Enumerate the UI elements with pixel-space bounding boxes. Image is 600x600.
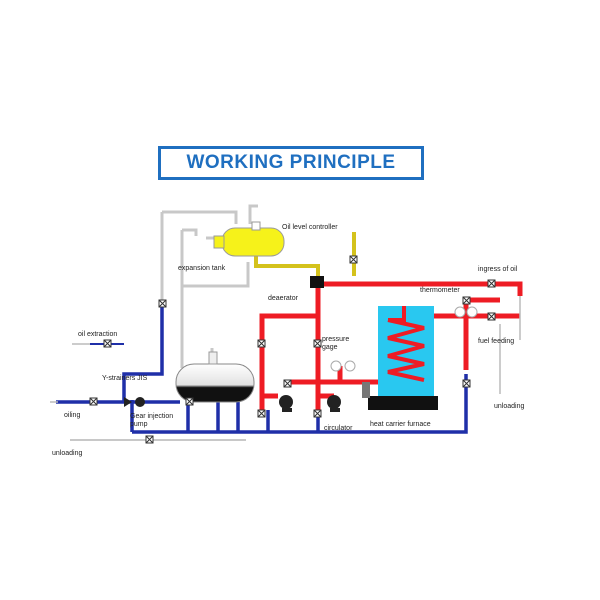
valve-icon xyxy=(145,435,154,444)
valve-icon xyxy=(257,409,266,418)
circulator-pump-left xyxy=(279,395,293,412)
label-unloading-right: unloading xyxy=(494,403,524,410)
label-expansion-tank: expansion tank xyxy=(178,265,226,272)
valve-icon xyxy=(313,339,322,348)
storage-tank xyxy=(175,351,255,403)
page-title: WORKING PRINCIPLE xyxy=(186,152,396,173)
valve-icon xyxy=(185,397,194,406)
label-unloading-left: unloading xyxy=(52,450,82,457)
valves xyxy=(89,255,496,444)
valve-icon xyxy=(349,255,358,264)
valve-icon xyxy=(462,379,471,388)
valve-icon xyxy=(462,296,471,305)
label-heat-carrier-furnace: heat carrier furnace xyxy=(370,421,431,428)
label-thermometer: thermometer xyxy=(420,287,460,294)
label-y-strainers: Y-strainers JIS xyxy=(102,375,148,382)
valve-icon xyxy=(257,339,266,348)
gauge-circles xyxy=(330,306,478,372)
gear-injection-pump xyxy=(124,397,145,407)
valve-icon xyxy=(487,279,496,288)
label-circulator: circulator xyxy=(324,425,353,432)
level-pipes xyxy=(254,232,356,284)
label-oil-extraction: oil extraction xyxy=(78,331,117,338)
valve-icon xyxy=(313,409,322,418)
label-oil-level-controller: Oil level controller xyxy=(282,224,338,231)
valve-icon xyxy=(103,339,112,348)
label-ingress-of-oil: ingress of oil xyxy=(478,266,518,273)
label-fuel-feeding: fuel feeding xyxy=(478,338,514,345)
deaerator-unit xyxy=(310,276,324,288)
outlet-lines xyxy=(50,296,521,403)
circulator-pump-right xyxy=(327,395,341,412)
title-banner: WORKING PRINCIPLE xyxy=(158,146,424,180)
expansion-tank xyxy=(213,221,285,257)
label-oiling: oiling xyxy=(64,412,80,419)
valve-icon xyxy=(158,299,167,308)
valve-icon xyxy=(487,312,496,321)
heat-carrier-furnace xyxy=(362,306,438,410)
label-deaerator: deaerator xyxy=(268,295,299,302)
valve-icon xyxy=(89,397,98,406)
valve-icon xyxy=(283,379,292,388)
